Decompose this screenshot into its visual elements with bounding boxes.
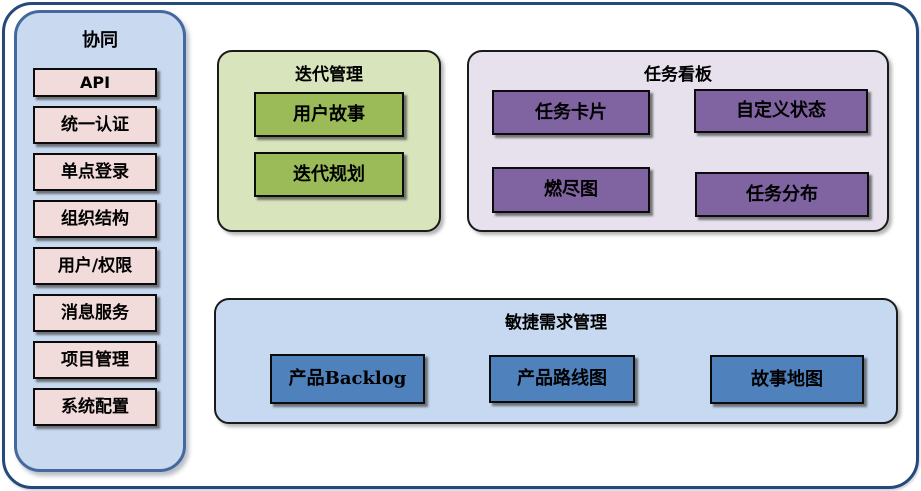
agile-requirements-group: 敏捷需求管理 产品Backlog 产品路线图 故事地图 (214, 298, 898, 424)
card-product-backlog: 产品Backlog (270, 354, 425, 404)
sidebar-item-project-management: 项目管理 (33, 341, 157, 379)
card-task-distribution: 任务分布 (695, 172, 869, 217)
card-iteration-planning: 迭代规划 (254, 152, 404, 197)
card-product-roadmap: 产品路线图 (489, 355, 635, 403)
collaboration-item-list: API 统一认证 单点登录 组织结构 用户/权限 消息服务 项目管理 系统配置 (33, 68, 157, 426)
sidebar-item-message-service: 消息服务 (33, 294, 157, 332)
sidebar-item-org-structure: 组织结构 (33, 200, 157, 238)
task-kanban-title: 任务看板 (644, 65, 712, 85)
card-custom-status: 自定义状态 (694, 89, 868, 133)
sidebar-item-system-config: 系统配置 (33, 388, 157, 426)
card-user-story: 用户故事 (254, 92, 404, 137)
collaboration-panel: 协同 API 统一认证 单点登录 组织结构 用户/权限 消息服务 项目管理 系统… (14, 10, 186, 472)
sidebar-item-unified-auth: 统一认证 (33, 106, 157, 144)
iteration-management-group: 迭代管理 用户故事 迭代规划 (217, 50, 441, 232)
sidebar-item-user-permission: 用户/权限 (33, 247, 157, 285)
card-story-map: 故事地图 (710, 355, 864, 404)
task-kanban-group: 任务看板 任务卡片 自定义状态 燃尽图 任务分布 (467, 50, 889, 232)
iteration-management-title: 迭代管理 (295, 65, 363, 85)
card-burndown-chart: 燃尽图 (492, 167, 650, 213)
agile-requirements-title: 敏捷需求管理 (505, 313, 607, 333)
card-task-card: 任务卡片 (492, 90, 650, 135)
sidebar-item-api: API (33, 68, 157, 97)
collaboration-panel-title: 协同 (82, 30, 118, 51)
sidebar-item-sso: 单点登录 (33, 153, 157, 191)
